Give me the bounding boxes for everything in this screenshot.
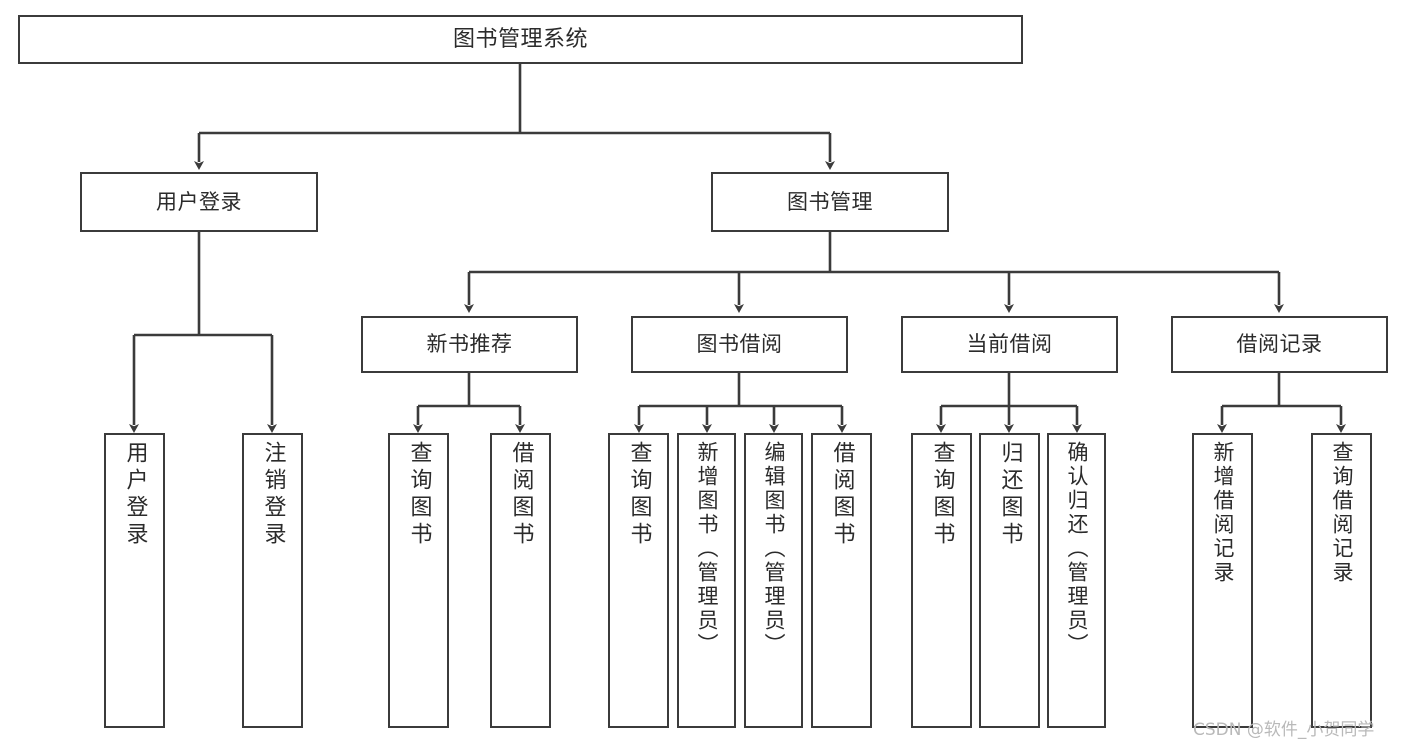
node-root-system[interactable]: 图书管理系统: [18, 15, 1023, 64]
node-label: 借阅记录: [1236, 332, 1323, 357]
node-label: 借阅图书: [829, 441, 855, 549]
node-leaf-return-book[interactable]: 归还图书: [979, 433, 1040, 728]
node-book-management[interactable]: 图书管理: [711, 172, 949, 232]
node-leaf-query-book-borrow[interactable]: 查询图书: [608, 433, 669, 728]
node-leaf-borrow-book[interactable]: 借阅图书: [811, 433, 872, 728]
node-label: 当前借阅: [966, 332, 1053, 357]
node-book-borrow[interactable]: 图书借阅: [631, 316, 848, 373]
node-leaf-logout[interactable]: 注销登录: [242, 433, 303, 728]
node-label: 注销登录: [260, 441, 286, 549]
node-label: 用户登录: [122, 441, 148, 549]
node-label: 编辑图书（管理员）: [762, 441, 786, 657]
node-leaf-user-login[interactable]: 用户登录: [104, 433, 165, 728]
node-leaf-borrow-book-new[interactable]: 借阅图书: [490, 433, 551, 728]
node-label: 用户登录: [156, 189, 242, 214]
node-label: 确认归还（管理员）: [1065, 441, 1089, 657]
node-label: 查询图书: [406, 441, 432, 549]
node-leaf-query-borrow-record[interactable]: 查询借阅记录: [1311, 433, 1372, 728]
csdn-watermark: CSDN @软件_小贺同学: [1193, 720, 1375, 740]
node-current-borrow[interactable]: 当前借阅: [901, 316, 1118, 373]
node-label: 图书管理: [787, 189, 873, 214]
node-user-login[interactable]: 用户登录: [80, 172, 318, 232]
node-label: 图书管理系统: [452, 26, 588, 52]
node-label: 借阅图书: [508, 441, 534, 549]
node-new-book-recommend[interactable]: 新书推荐: [361, 316, 578, 373]
node-label: 新书推荐: [426, 332, 513, 357]
node-borrow-record[interactable]: 借阅记录: [1171, 316, 1388, 373]
node-leaf-edit-book-admin[interactable]: 编辑图书（管理员）: [744, 433, 803, 728]
node-label: 查询借阅记录: [1330, 441, 1354, 585]
node-leaf-add-book-admin[interactable]: 新增图书（管理员）: [677, 433, 736, 728]
node-label: 查询图书: [929, 441, 955, 549]
node-leaf-add-borrow-record[interactable]: 新增借阅记录: [1192, 433, 1253, 728]
node-label: 图书借阅: [696, 332, 783, 357]
node-label: 归还图书: [997, 441, 1023, 549]
node-leaf-query-book-current[interactable]: 查询图书: [911, 433, 972, 728]
node-leaf-confirm-return-admin[interactable]: 确认归还（管理员）: [1047, 433, 1106, 728]
node-label: 查询图书: [626, 441, 652, 549]
node-label: 新增图书（管理员）: [695, 441, 719, 657]
node-leaf-query-book-new[interactable]: 查询图书: [388, 433, 449, 728]
node-label: 新增借阅记录: [1211, 441, 1235, 585]
